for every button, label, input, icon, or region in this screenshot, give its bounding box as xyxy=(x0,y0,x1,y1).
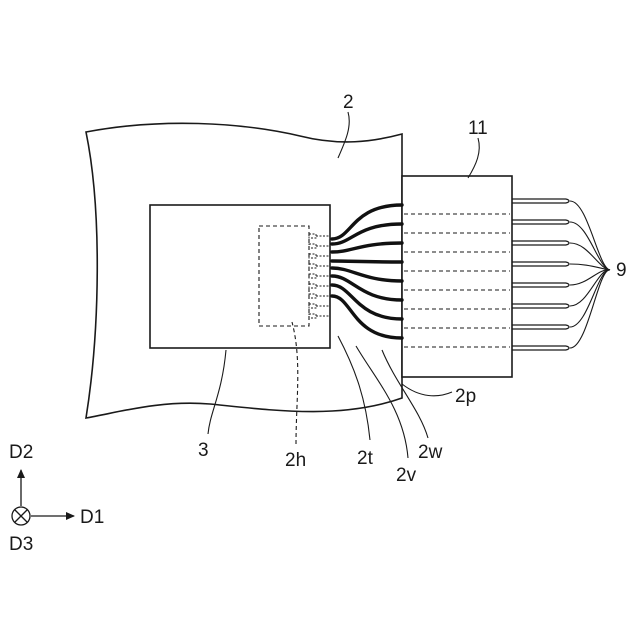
cable-end-cap xyxy=(566,241,569,245)
label-terminals: 2h xyxy=(285,450,306,471)
label-wiring-v: 2v xyxy=(396,465,417,486)
label-pad-region: 2p xyxy=(455,386,476,407)
axis-d3-label: D3 xyxy=(9,534,33,555)
cable-end-cap xyxy=(566,283,569,287)
cable-end-cap xyxy=(566,304,569,308)
label-wiring-w: 2w xyxy=(418,442,443,463)
cable-end-cap xyxy=(566,199,569,203)
label-board: 2 xyxy=(343,92,354,113)
leader-connector xyxy=(468,138,479,178)
leader-pad-region xyxy=(402,384,452,396)
cable-end-cap xyxy=(566,262,569,266)
cable-leader-fan xyxy=(570,201,610,348)
axis-d1-label: D1 xyxy=(80,507,104,528)
cable-leader xyxy=(570,270,610,348)
cable-bundle xyxy=(512,199,569,350)
label-wiring-t: 2t xyxy=(357,448,374,469)
cable-end-cap xyxy=(566,220,569,224)
cable-leader xyxy=(570,201,610,270)
label-chip: 3 xyxy=(198,440,209,461)
label-connector: 11 xyxy=(468,118,488,139)
cable-end-cap xyxy=(566,346,569,350)
label-cables: 9 xyxy=(616,260,627,281)
cable-end-cap xyxy=(566,325,569,329)
axis-d2-label: D2 xyxy=(9,442,33,463)
axis-d3-symbol xyxy=(12,507,30,525)
wiring-line xyxy=(332,261,402,262)
